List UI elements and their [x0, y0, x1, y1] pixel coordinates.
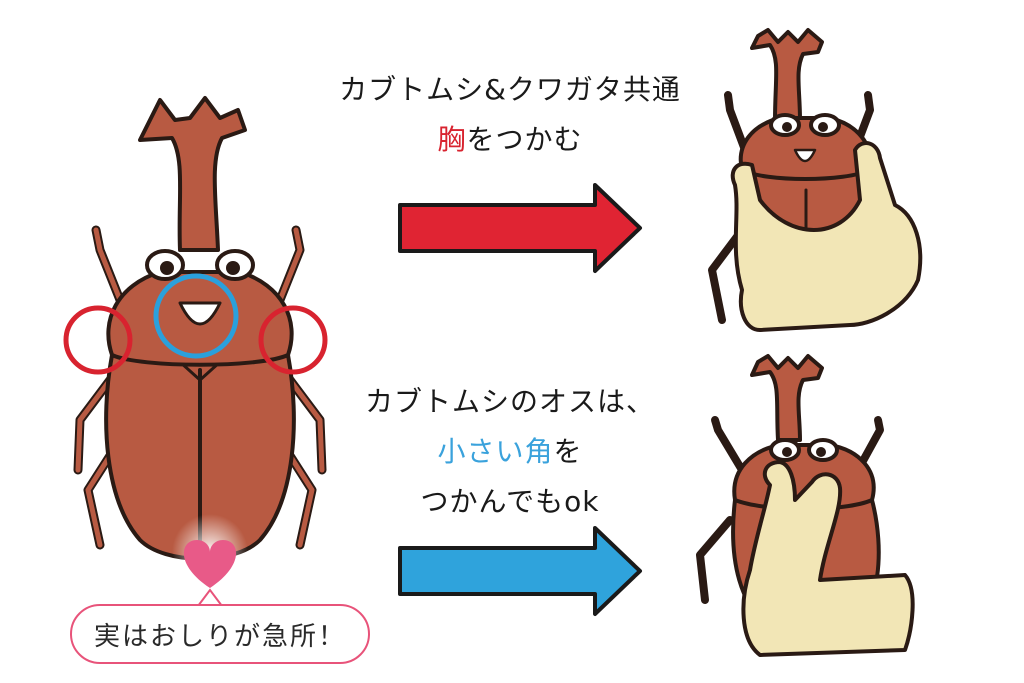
speech-bubble-text: 実はおしりが急所！ [93, 621, 346, 652]
top-caption-line1: カブトムシ&クワガタ共通 [339, 73, 681, 106]
hand-pinch-horn [741, 460, 915, 657]
bottom-caption-line3: つかんでもok [420, 485, 600, 518]
red-circle-right-marker [258, 305, 328, 375]
red-arrow [398, 183, 642, 273]
bottom-caption-highlight: 小さい角 [437, 435, 554, 468]
bottom-caption-line1: カブトムシのオスは、 [364, 385, 655, 418]
bottom-caption-line2: 小さい角を [340, 430, 680, 470]
speech-bubble: 実はおしりが急所！ [70, 604, 370, 664]
heart-icon [183, 540, 237, 588]
beetle-held-by-small-horn [696, 354, 915, 657]
top-caption-line2: 胸をつかむ [320, 118, 700, 158]
beetle-horn [138, 96, 247, 252]
blue-circle-marker [153, 273, 239, 359]
red-circle-left-marker [63, 305, 133, 375]
top-caption-highlight: 胸 [437, 123, 467, 156]
hand-grip-thorax [730, 141, 923, 332]
large-beetle-illustration [73, 96, 327, 561]
beetle-held-by-thorax [708, 28, 923, 332]
blue-arrow [398, 526, 642, 616]
beetle-eyes [145, 249, 255, 281]
top-caption-rest: をつかむ [466, 123, 583, 156]
bottom-caption-rest: を [553, 435, 583, 468]
